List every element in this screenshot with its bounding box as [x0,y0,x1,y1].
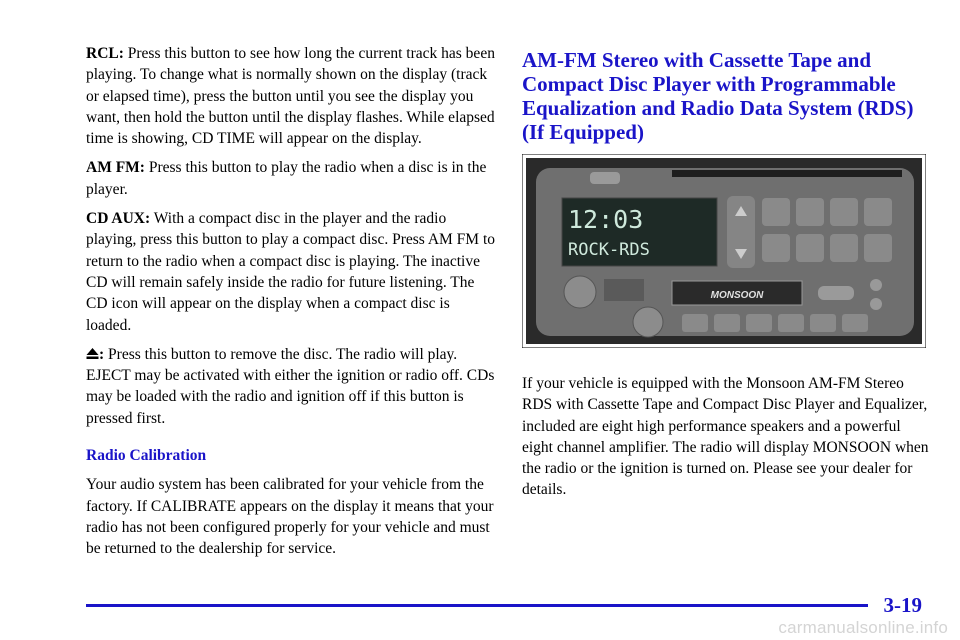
eject-text: Press this button to remove the disc. Th… [86,345,495,427]
left-column: RCL: Press this button to see how long t… [86,43,496,568]
display-line2: ROCK-RDS [568,240,650,260]
cdaux-paragraph: CD AUX: With a compact disc in the playe… [86,208,496,336]
rcl-paragraph: RCL: Press this button to see how long t… [86,43,496,149]
radio-photo: 12:03 ROCK-RDS MONSOON [522,154,926,348]
rcl-term: RCL: [86,45,124,62]
display-time: 12:03 [568,205,643,234]
rcl-text: Press this button to see how long the cu… [86,45,495,148]
amfm-paragraph: AM FM: Press this button to play the rad… [86,157,496,200]
cdaux-text: With a compact disc in the player and th… [86,210,496,334]
watermark: carmanualsonline.info [778,618,948,637]
amfm-text: Press this button to play the radio when… [86,159,487,198]
eject-term: : [99,345,105,363]
page-number: 3-19 [883,593,923,617]
amfm-term: AM FM: [86,159,145,177]
brand-badge: MONSOON [711,290,765,301]
eject-icon [86,347,99,359]
section-heading: AM-FM Stereo with Cassette Tape and Comp… [522,48,914,144]
eject-paragraph: : Press this button to remove the disc. … [86,344,496,429]
calibration-heading: Radio Calibration [86,447,207,465]
right-column: AM-FM Stereo with Cassette Tape and Comp… [522,48,930,144]
cdaux-term: CD AUX: [86,210,151,228]
calibration-paragraph: Your audio system has been calibrated fo… [86,476,494,558]
monsoon-paragraph: If your vehicle is equipped with the Mon… [522,375,929,499]
footer-rule [86,604,868,607]
